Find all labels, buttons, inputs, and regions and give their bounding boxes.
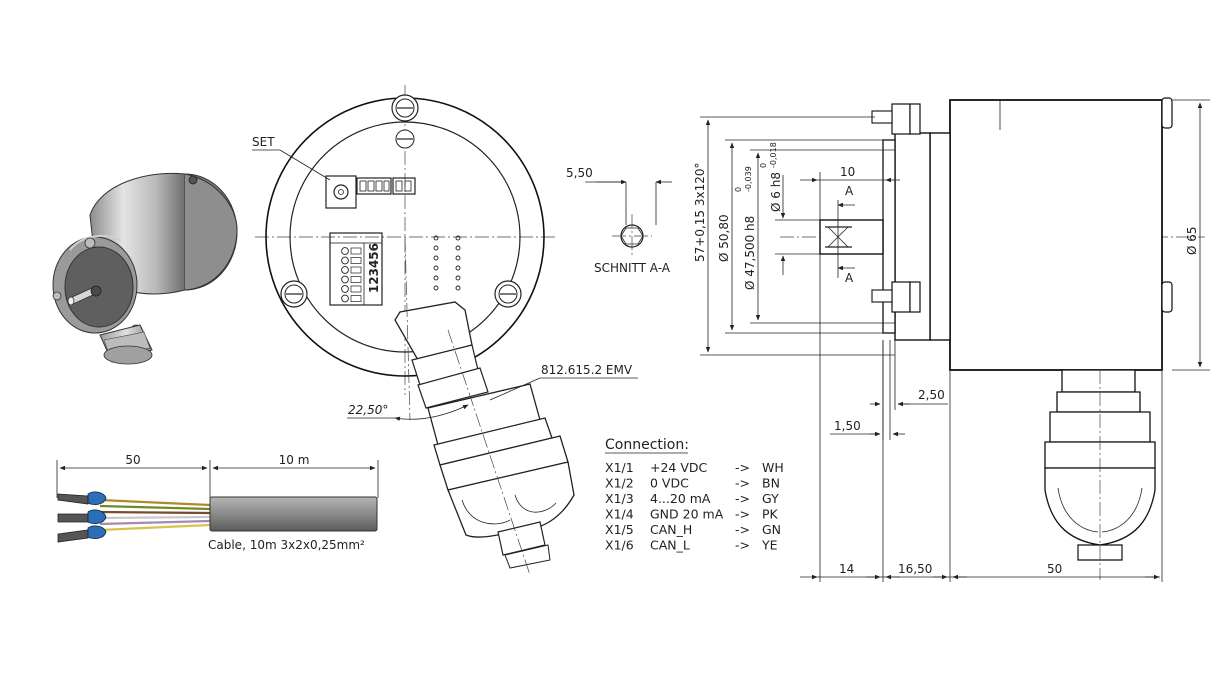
connection-pin: X1/6 xyxy=(605,538,634,553)
terminal-slot xyxy=(350,276,362,283)
connection-color: YE xyxy=(761,538,778,553)
led-dot xyxy=(433,245,439,251)
led-dot xyxy=(433,275,439,281)
dim-16-50: 16,50 xyxy=(898,562,932,576)
connection-color: GN xyxy=(762,522,781,537)
section-marker-bottom: A xyxy=(845,271,854,285)
dia-6-tol-upper: 0 xyxy=(759,163,768,168)
connection-arrow: -> xyxy=(735,522,750,537)
cable-view: 50 10 m Cable, 10m 3x2x0,25mm² xyxy=(56,453,379,552)
connection-pin: X1/5 xyxy=(605,522,634,537)
connection-arrow: -> xyxy=(735,476,750,491)
dia-47-tol-upper: 0 xyxy=(734,187,743,192)
led-dot xyxy=(455,275,461,281)
led-dot xyxy=(455,245,461,251)
led-dot xyxy=(433,265,439,271)
terminal-slot xyxy=(350,295,362,302)
dim-2-50: 2,50 xyxy=(918,388,945,402)
dim-10: 10 xyxy=(840,165,855,179)
connection-arrow: -> xyxy=(735,507,750,522)
encoder-side-view: A A Ø 65 57+0,15 3x120° Ø 50,80 xyxy=(693,97,1210,582)
dim-14: 14 xyxy=(839,562,854,576)
set-label: SET xyxy=(252,135,275,149)
dim-50: 50 xyxy=(1047,562,1062,576)
connection-arrow: -> xyxy=(735,538,750,553)
cable-label: Cable, 10m 3x2x0,25mm² xyxy=(208,538,365,552)
dia-47-tol-lower: -0,039 xyxy=(744,166,753,192)
connection-title: Connection: xyxy=(605,437,689,453)
led-dot xyxy=(455,235,461,241)
terminal-slot xyxy=(350,285,362,293)
dip-switches xyxy=(356,177,416,195)
terminal-digits: 123456 xyxy=(367,243,381,293)
connection-pin: X1/1 xyxy=(605,460,634,475)
cable-gland-front: 22,50° 812.615.2 EMV xyxy=(347,236,638,576)
terminal-slot xyxy=(350,266,362,274)
connection-signal: 0 VDC xyxy=(650,476,689,491)
wire-ferrules xyxy=(57,491,107,543)
connection-signal: CAN_H xyxy=(650,522,692,537)
led-dots xyxy=(433,235,461,291)
section-marker-top: A xyxy=(845,184,854,198)
terminal-screw xyxy=(341,247,349,255)
connection-pin: X1/3 xyxy=(605,491,634,506)
encoder-3d-view xyxy=(52,172,238,365)
connection-signal: 4...20 mA xyxy=(650,491,711,506)
terminal-screw xyxy=(341,275,349,284)
led-dot xyxy=(455,265,461,271)
dia-50-80: Ø 50,80 xyxy=(717,214,731,262)
screw-left xyxy=(280,280,308,308)
screw-top xyxy=(391,94,419,149)
cable-wires xyxy=(99,498,211,532)
terminal-slot xyxy=(350,257,362,264)
section-label: SCHNITT A-A xyxy=(594,261,671,275)
led-dot xyxy=(433,235,439,241)
connection-color: GY xyxy=(762,491,779,506)
screw-right xyxy=(494,280,522,308)
connection-arrow: -> xyxy=(735,460,750,475)
terminal-screw xyxy=(341,256,349,265)
dim-1-50: 1,50 xyxy=(834,419,861,433)
cable-dim-left: 50 xyxy=(125,453,140,467)
connection-signal: CAN_L xyxy=(650,538,690,553)
connection-signal: GND 20 mA xyxy=(650,507,724,522)
connection-color: BN xyxy=(762,476,780,491)
connection-arrow: -> xyxy=(735,491,750,506)
flange-screws xyxy=(871,97,1173,313)
terminal-screw xyxy=(341,294,349,303)
led-dot xyxy=(433,285,439,291)
angle-label: 22,50° xyxy=(348,403,388,417)
terminal-block: 123456 xyxy=(329,232,383,306)
side-top-dim: 57+0,15 3x120° xyxy=(693,163,707,263)
dia-47-500: Ø 47,500 h8 xyxy=(743,216,757,290)
connection-color: PK xyxy=(762,507,779,522)
dia-6-tol-lower: -0,018 xyxy=(769,142,778,168)
part-number: 812.615.2 EMV xyxy=(541,363,633,377)
led-dot xyxy=(455,285,461,291)
terminal-slot xyxy=(350,247,362,255)
terminal-screw xyxy=(341,285,349,293)
led-dot xyxy=(455,255,461,261)
dia-65: Ø 65 xyxy=(1185,226,1199,255)
connection-color: WH xyxy=(762,460,784,475)
section-a-a: 5,50 SCHNITT A-A xyxy=(566,166,672,275)
terminal-screw xyxy=(341,266,349,274)
dia-6: Ø 6 h8 xyxy=(769,172,783,212)
led-dot xyxy=(433,255,439,261)
connection-table: Connection: X1/1 +24 VDC -> WH X1/2 0 VDC -> BN… xyxy=(605,437,784,553)
cable-dim-right: 10 m xyxy=(279,453,310,467)
connection-signal: +24 VDC xyxy=(650,460,708,475)
cable-gland-side xyxy=(1044,369,1156,580)
section-dim: 5,50 xyxy=(566,166,593,180)
encoder-front-view: SET 123456 xyxy=(252,85,638,576)
connection-pin: X1/2 xyxy=(605,476,634,491)
connection-pin: X1/4 xyxy=(605,507,634,522)
